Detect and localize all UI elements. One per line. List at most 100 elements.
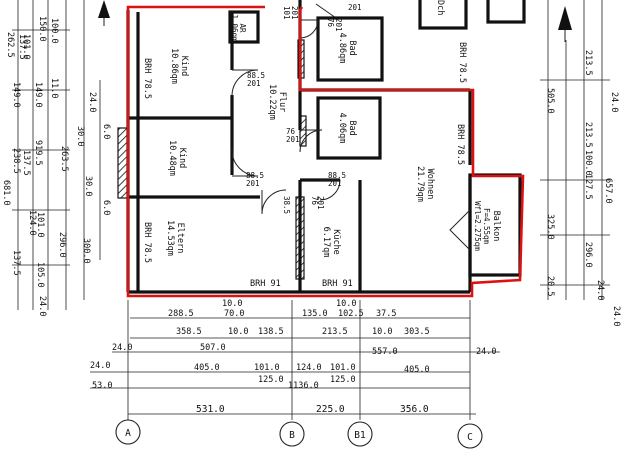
door-label: 201 <box>328 179 342 188</box>
bottom-dimension-texts: 10.0 288.5 70.0 135.0 102.5 37.5 10.0 35… <box>90 299 496 415</box>
room-flur: Flur 10.22qm <box>267 84 287 120</box>
svg-text:10.0: 10.0 <box>228 327 248 337</box>
svg-text:10.0: 10.0 <box>372 327 392 337</box>
unit-outline <box>126 5 525 298</box>
svg-text:100.0: 100.0 <box>49 18 59 44</box>
svg-text:100.0: 100.0 <box>583 150 593 176</box>
svg-text:531.0: 531.0 <box>196 404 225 415</box>
svg-text:296.0: 296.0 <box>583 242 593 268</box>
svg-text:263.5: 263.5 <box>59 146 69 172</box>
door-label: 201 <box>247 79 261 88</box>
svg-text:101.0: 101.0 <box>21 34 31 60</box>
svg-text:102.5: 102.5 <box>338 309 364 319</box>
svg-text:24.0: 24.0 <box>476 347 496 357</box>
svg-text:30.0: 30.0 <box>75 126 85 146</box>
room-area: F=4.55qm <box>482 208 491 245</box>
room-wfl: Wfl=2.275qm <box>473 201 482 251</box>
svg-text:135.0: 135.0 <box>302 309 328 319</box>
door-label: 101 <box>282 6 291 20</box>
svg-text:101.0: 101.0 <box>254 363 280 373</box>
svg-text:1136.0: 1136.0 <box>288 381 319 391</box>
door-swings <box>231 19 471 251</box>
room-eltern: Eltern 14.53qm <box>165 220 185 256</box>
svg-text:A: A <box>125 428 131 439</box>
svg-text:405.0: 405.0 <box>404 365 430 375</box>
svg-text:24.0: 24.0 <box>90 361 110 371</box>
room-area: 4.86qm <box>337 33 347 64</box>
room-bad-1: Bad 4.86qm <box>337 33 357 64</box>
svg-text:24.0: 24.0 <box>87 92 97 112</box>
room-area: 10.86qm <box>169 48 179 84</box>
svg-text:505.0: 505.0 <box>545 88 555 114</box>
svg-text:C: C <box>467 432 473 443</box>
door-label: 201 <box>290 6 299 20</box>
svg-text:137.5: 137.5 <box>17 34 27 60</box>
svg-text:358.5: 358.5 <box>176 327 202 337</box>
svg-text:30.0: 30.0 <box>83 176 93 196</box>
top-fragment: 201 <box>334 18 343 32</box>
bottom-dimension-lines <box>90 300 500 420</box>
room-area: 1.06qm <box>230 14 239 42</box>
top-fragment: Dch <box>435 0 445 15</box>
svg-text:262.5: 262.5 <box>5 32 15 58</box>
right-dimension-texts: 213.5 505.0 213.5 100.0 127.5 657.0 325.… <box>545 50 621 326</box>
window-hatch <box>117 127 129 199</box>
svg-text:11.0: 11.0 <box>49 78 59 98</box>
room-area: 21.79qm <box>415 166 425 202</box>
svg-text:125.0: 125.0 <box>258 375 284 385</box>
door-label: 201 <box>316 196 325 210</box>
room-name: Balkon <box>491 211 501 242</box>
svg-text:919.5: 919.5 <box>33 140 43 166</box>
svg-text:405.0: 405.0 <box>194 363 220 373</box>
room-name: Wohnen <box>425 169 435 200</box>
room-balkon: Balkon F=4.55qm Wfl=2.275qm <box>473 201 501 251</box>
svg-text:149.0: 149.0 <box>11 82 21 108</box>
room-name: Küche <box>331 229 341 255</box>
brh-label: BRH 91 <box>322 279 353 289</box>
door-label: 88.5 <box>328 171 346 180</box>
room-kueche: Küche 6.17qm <box>321 227 341 258</box>
svg-text:681.0: 681.0 <box>1 180 11 206</box>
axis-a: A <box>115 419 141 445</box>
svg-text:6.0: 6.0 <box>101 124 111 139</box>
svg-text:127.5: 127.5 <box>583 174 593 200</box>
svg-text:225.0: 225.0 <box>316 404 345 415</box>
door-label: 76 <box>286 127 296 136</box>
svg-text:356.0: 356.0 <box>400 404 429 415</box>
room-name: Kind <box>179 56 189 76</box>
north-arrow-right <box>558 6 572 42</box>
room-kind-1: Kind 10.86qm <box>169 48 189 84</box>
door-label: 201 <box>286 135 300 144</box>
brh-label: BRH 78.5 <box>142 58 152 99</box>
svg-text:150.0: 150.0 <box>37 16 47 42</box>
svg-text:24.0: 24.0 <box>595 280 605 300</box>
room-name: AR <box>238 23 247 33</box>
svg-text:70.0: 70.0 <box>224 309 244 319</box>
svg-text:10.0: 10.0 <box>336 299 356 309</box>
shaft-hatch <box>295 196 305 280</box>
svg-text:124.0: 124.0 <box>27 210 37 236</box>
left-dimension-lines <box>12 0 101 310</box>
svg-text:105.0: 105.0 <box>35 262 45 288</box>
svg-text:137.5: 137.5 <box>11 250 21 276</box>
right-dimension-lines <box>540 0 610 300</box>
brh-label: BRH 78.5 <box>457 42 467 83</box>
room-name: Eltern <box>175 223 185 254</box>
room-wohnen: Wohnen 21.79qm <box>415 166 435 202</box>
svg-text:24.0: 24.0 <box>112 343 132 353</box>
svg-text:101.0: 101.0 <box>330 363 356 373</box>
svg-text:149.0: 149.0 <box>33 82 43 108</box>
room-name: Kind <box>177 148 187 168</box>
axis-markers: A B B1 C <box>115 419 483 449</box>
svg-text:24.0: 24.0 <box>611 306 621 326</box>
svg-text:125.0: 125.0 <box>330 375 356 385</box>
svg-text:300.0: 300.0 <box>81 238 91 264</box>
room-name: Flur <box>277 92 287 112</box>
svg-text:37.5: 37.5 <box>376 309 396 319</box>
svg-text:24.0: 24.0 <box>609 92 619 112</box>
room-name: Bad <box>347 120 357 135</box>
left-dimension-texts: 262.5 137.5 149.0 101.0 149.0 150.0 100.… <box>1 16 111 316</box>
north-arrow-left <box>98 0 110 26</box>
brh-label: BRH 78.5 <box>455 124 465 165</box>
